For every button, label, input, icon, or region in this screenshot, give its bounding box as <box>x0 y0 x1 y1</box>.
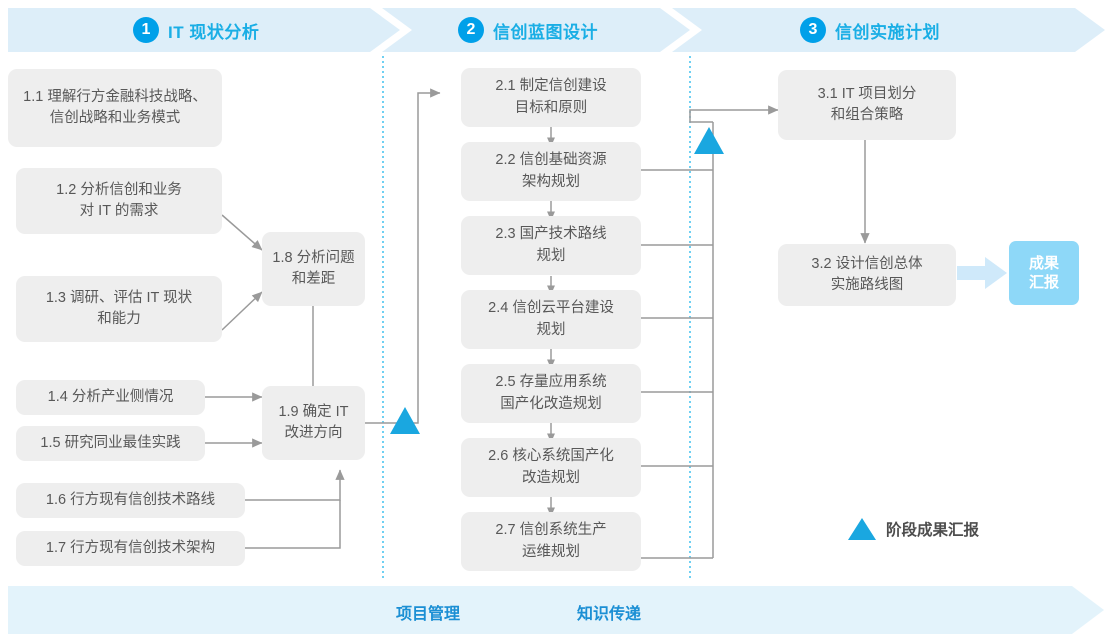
process-box-2-4[interactable]: 2.4 信创云平台建设 规划 <box>461 290 641 349</box>
phase-number-badge-1: 1 <box>133 17 159 43</box>
process-box-3-1[interactable]: 3.1 IT 项目划分 和组合策略 <box>778 70 956 140</box>
legend-label: 阶段成果汇报 <box>886 522 980 539</box>
process-box-2-5[interactable]: 2.5 存量应用系统 国产化改造规划 <box>461 364 641 423</box>
connector-1-6-to-1-9 <box>245 469 345 501</box>
phase-banner-1 <box>8 8 400 52</box>
process-box-2-3[interactable]: 2.3 国产技术路线 规划 <box>461 216 641 275</box>
result-badge[interactable]: 成果 汇报 <box>1009 241 1079 305</box>
connector-1-7-to-1-9 <box>245 500 341 549</box>
process-box-2-7[interactable]: 2.7 信创系统生产 运维规划 <box>461 512 641 571</box>
process-box-1-6[interactable]: 1.6 行方现有信创技术路线 <box>16 483 245 518</box>
connector-1-9-to-2-1 <box>365 88 441 424</box>
phase-banner-2 <box>382 8 690 52</box>
stage-deliverable-marker-2 <box>694 127 724 154</box>
process-box-2-1[interactable]: 2.1 制定信创建设 目标和原则 <box>461 68 641 127</box>
process-box-2-6[interactable]: 2.6 核心系统国产化 改造规划 <box>461 438 641 497</box>
process-box-1-2[interactable]: 1.2 分析信创和业务 对 IT 的需求 <box>16 168 222 234</box>
phase-title-2: 信创蓝图设计 <box>493 22 598 42</box>
phase-header-1[interactable]: 1 IT 现状分析 <box>133 10 259 50</box>
connector-1-3-to-1-8 <box>221 291 263 331</box>
process-box-1-9[interactable]: 1.9 确定 IT 改进方向 <box>262 386 365 460</box>
phase-number-badge-2: 2 <box>458 17 484 43</box>
bottom-label-project-management[interactable]: 项目管理 <box>396 606 461 623</box>
process-box-1-3[interactable]: 1.3 调研、评估 IT 现状 和能力 <box>16 276 222 342</box>
process-box-1-1[interactable]: 1.1 理解行方金融科技战略、 信创战略和业务模式 <box>8 69 222 147</box>
phase-title-3: 信创实施计划 <box>835 22 940 42</box>
process-box-2-2[interactable]: 2.2 信创基础资源 架构规划 <box>461 142 641 201</box>
process-box-1-4[interactable]: 1.4 分析产业侧情况 <box>16 380 205 415</box>
connector-bus-to-3-1 <box>689 105 779 123</box>
phase-header-3[interactable]: 3 信创实施计划 <box>800 10 940 50</box>
stage-deliverable-marker-1 <box>390 407 420 434</box>
phase-header-2[interactable]: 2 信创蓝图设计 <box>458 10 598 50</box>
connector-1-2-to-1-8 <box>221 214 263 251</box>
phase-number-badge-3: 3 <box>800 17 826 43</box>
phase-banner-3 <box>672 8 1105 52</box>
process-box-3-2[interactable]: 3.2 设计信创总体 实施路线图 <box>778 244 956 306</box>
legend: 阶段成果汇报 <box>848 518 979 540</box>
bottom-label-knowledge-transfer[interactable]: 知识传递 <box>577 606 642 623</box>
result-arrow-icon <box>957 257 1007 289</box>
phase-title-1: IT 现状分析 <box>168 22 260 42</box>
process-box-1-8[interactable]: 1.8 分析问题 和差距 <box>262 232 365 306</box>
bottom-bar <box>8 586 1104 634</box>
process-box-1-5[interactable]: 1.5 研究同业最佳实践 <box>16 426 205 461</box>
triangle-marker-icon <box>848 518 876 540</box>
process-box-1-7[interactable]: 1.7 行方现有信创技术架构 <box>16 531 245 566</box>
